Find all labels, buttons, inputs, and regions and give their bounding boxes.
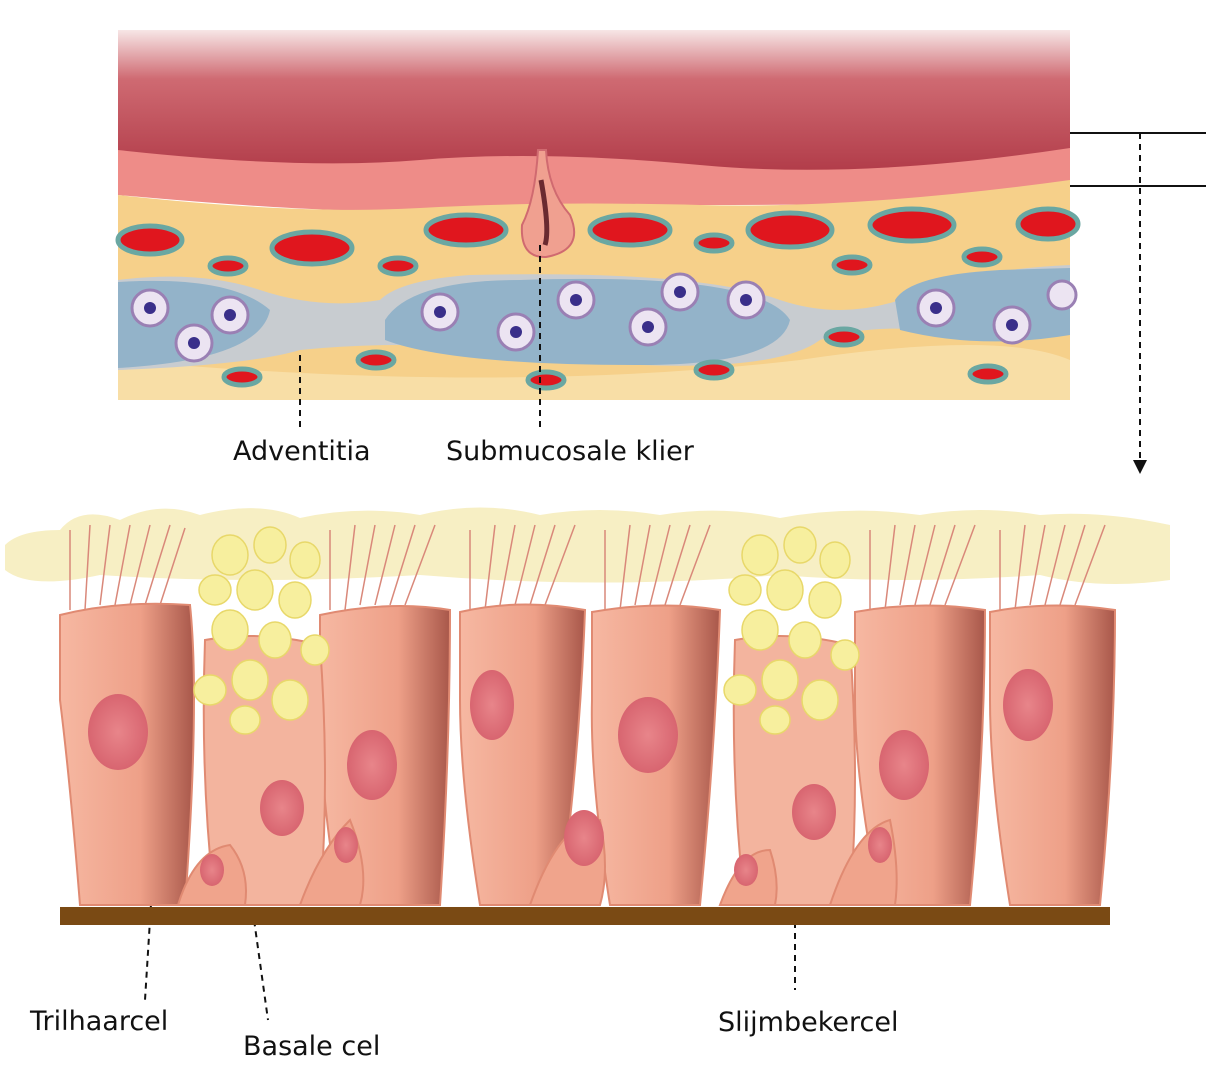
lymphocytes: [130, 272, 1078, 363]
epithelium-band: [118, 148, 1070, 211]
label-goblet-cell: Slijmbekercel: [718, 1007, 899, 1038]
label-adventitia: Adventitia: [233, 436, 371, 467]
arrow-down-icon: [1133, 460, 1147, 474]
basement-membrane: [60, 907, 1110, 925]
label-ciliated-cell: Trilhaarcel: [30, 1006, 169, 1037]
nuclei: [88, 669, 1053, 886]
blood-vessels: [115, 206, 1081, 391]
label-submucosal-gland: Submucosale klier: [446, 436, 694, 467]
mucus-granules: [193, 526, 860, 735]
zoom-indicator: [1070, 132, 1206, 474]
submucosal-gland: [520, 149, 575, 259]
mucosa-layer: [118, 30, 1070, 170]
epithelium: [5, 507, 1170, 925]
tissue-section-top: [115, 30, 1081, 400]
label-basal-cell: Basale cel: [243, 1031, 381, 1062]
cilia: [69, 524, 1106, 611]
